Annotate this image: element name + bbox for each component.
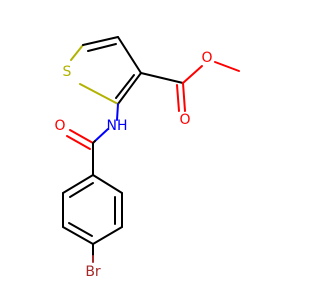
bond-c5-c4-double <box>87 43 117 52</box>
bond-nh-carbonyl <box>94 128 109 142</box>
bond-ar6-ar1 <box>62 174 94 194</box>
thiophene-ring <box>70 36 142 105</box>
bond-ester-c-o-double-b <box>176 84 180 112</box>
methyl-ester <box>140 61 240 112</box>
amide-oxygen-label: O <box>54 118 65 134</box>
benzene-ring <box>62 174 123 245</box>
bond-ar4-ar5 <box>62 226 94 245</box>
bond-c4-c3 <box>117 36 142 74</box>
bond-carbonyl-o-b <box>66 135 91 150</box>
sulfur-atom-label: S <box>63 64 72 80</box>
bond-ar3-ar4 <box>92 226 123 245</box>
bond-c3-c2-double <box>115 74 135 99</box>
bond-ar6-ar1-double <box>69 182 94 198</box>
bond-ester-c-o-single <box>182 65 203 84</box>
bond-c3-ester-c <box>140 72 184 84</box>
ester-ether-oxygen-label: O <box>201 50 212 66</box>
bond-ar4-ar5-double <box>68 222 93 237</box>
ester-carbonyl-oxygen-label: O <box>179 112 190 128</box>
bond-c3-c2 <box>117 72 142 105</box>
bromine-atom-label: Br <box>85 264 101 280</box>
bond-ar1-ar2 <box>92 174 123 194</box>
bond-o-methyl <box>214 61 240 72</box>
bond-carbonyl-o-a <box>69 129 94 144</box>
bond-c5-c4 <box>82 36 119 46</box>
nitrogen-atom-label: NH <box>107 118 128 134</box>
molecule-structure: S NH O O O Br <box>54 36 240 280</box>
bond-c2-nh <box>116 103 119 121</box>
bond-ester-c-o-double-a <box>182 82 186 112</box>
bond-s-c5 <box>70 44 84 61</box>
bond-c2-s <box>79 83 119 105</box>
amide-linkage <box>66 103 119 176</box>
